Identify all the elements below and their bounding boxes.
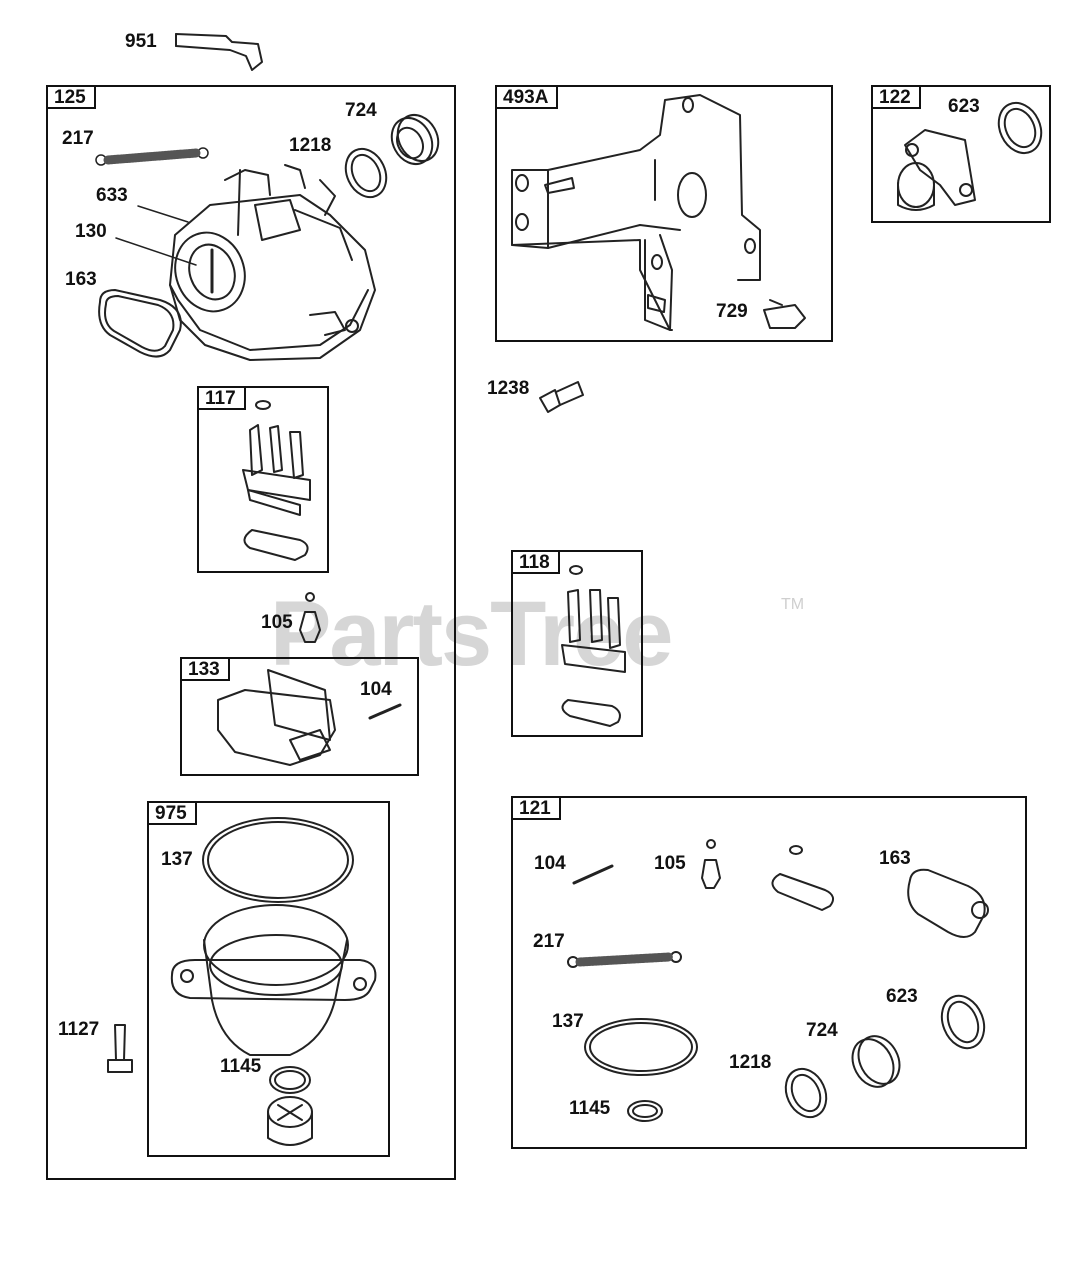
kit-493a-bracket bbox=[511, 94, 761, 331]
part-1218-ring bbox=[344, 147, 388, 199]
watermark: PartsTree bbox=[270, 583, 673, 685]
part-724-seal bbox=[390, 114, 440, 165]
kit-122-elbow bbox=[897, 129, 976, 211]
kit-117-tag[interactable]: 117 bbox=[197, 386, 246, 410]
label-217-kit121[interactable]: 217 bbox=[533, 931, 565, 952]
kit-121-contents bbox=[567, 839, 989, 1122]
kit-121-tag[interactable]: 121 bbox=[511, 796, 561, 820]
label-1127[interactable]: 1127 bbox=[58, 1019, 100, 1040]
part-1145-oring-left bbox=[269, 1066, 311, 1094]
kit-118-contents bbox=[561, 565, 626, 727]
kit-117-contents bbox=[242, 400, 311, 561]
kit-125-tag[interactable]: 125 bbox=[46, 85, 96, 109]
part-130-carburetor bbox=[169, 164, 376, 361]
label-729[interactable]: 729 bbox=[716, 301, 748, 322]
part-104-pin-left bbox=[368, 703, 402, 720]
label-130[interactable]: 130 bbox=[75, 221, 107, 242]
kit-118-box: 118 bbox=[511, 550, 643, 737]
kit-975-bowl bbox=[170, 817, 377, 1056]
label-105-kit121[interactable]: 105 bbox=[654, 853, 686, 874]
part-163-gasket bbox=[98, 289, 182, 358]
label-137-left[interactable]: 137 bbox=[161, 849, 193, 870]
label-163-kit121[interactable]: 163 bbox=[879, 848, 911, 869]
part-1238-bolt bbox=[539, 381, 584, 413]
part-1127-bolt bbox=[107, 1024, 133, 1073]
kit-118-tag[interactable]: 118 bbox=[511, 550, 560, 574]
kit-975-tag[interactable]: 975 bbox=[147, 801, 197, 825]
kit-493a-tag[interactable]: 493A bbox=[495, 85, 559, 109]
label-1218-top[interactable]: 1218 bbox=[289, 135, 332, 156]
label-951[interactable]: 951 bbox=[125, 31, 157, 52]
kit-493a-box: 493A bbox=[495, 85, 833, 342]
label-104-kit121[interactable]: 104 bbox=[534, 853, 566, 874]
kit-122-box: 122 bbox=[871, 85, 1051, 223]
kit-117-box: 117 bbox=[197, 386, 329, 573]
label-137-kit121[interactable]: 137 bbox=[552, 1011, 584, 1032]
part-drain-screw bbox=[267, 1096, 313, 1146]
part-105-needle-left bbox=[299, 592, 321, 643]
label-1218-kit121[interactable]: 1218 bbox=[729, 1052, 772, 1073]
label-163-top[interactable]: 163 bbox=[65, 269, 97, 290]
label-217-top[interactable]: 217 bbox=[62, 128, 94, 149]
kit-122-tag[interactable]: 122 bbox=[871, 85, 921, 109]
label-1145-left[interactable]: 1145 bbox=[220, 1056, 262, 1077]
label-623-kit121[interactable]: 623 bbox=[886, 986, 918, 1007]
label-1238[interactable]: 1238 bbox=[487, 378, 530, 399]
kit-975-box: 975 bbox=[147, 801, 390, 1157]
kit-125-box: 125 bbox=[46, 85, 456, 1180]
label-105-left[interactable]: 105 bbox=[261, 612, 293, 633]
label-1145-kit121[interactable]: 1145 bbox=[569, 1098, 611, 1119]
kit-133-box: 133 bbox=[180, 657, 419, 776]
kit-121-box: 121 bbox=[511, 796, 1027, 1149]
label-623-top[interactable]: 623 bbox=[948, 96, 980, 117]
kit-133-float bbox=[217, 669, 336, 766]
label-633[interactable]: 633 bbox=[96, 185, 128, 206]
label-104-left[interactable]: 104 bbox=[360, 679, 392, 700]
part-623-ring-top bbox=[997, 101, 1043, 155]
part-729-clip bbox=[763, 299, 806, 329]
part-951-lever bbox=[175, 33, 263, 71]
label-724-top[interactable]: 724 bbox=[345, 100, 377, 121]
part-217-spring bbox=[95, 147, 209, 166]
kit-133-tag[interactable]: 133 bbox=[180, 657, 230, 681]
watermark-tm: TM bbox=[781, 596, 805, 613]
label-724-kit121[interactable]: 724 bbox=[806, 1020, 838, 1041]
